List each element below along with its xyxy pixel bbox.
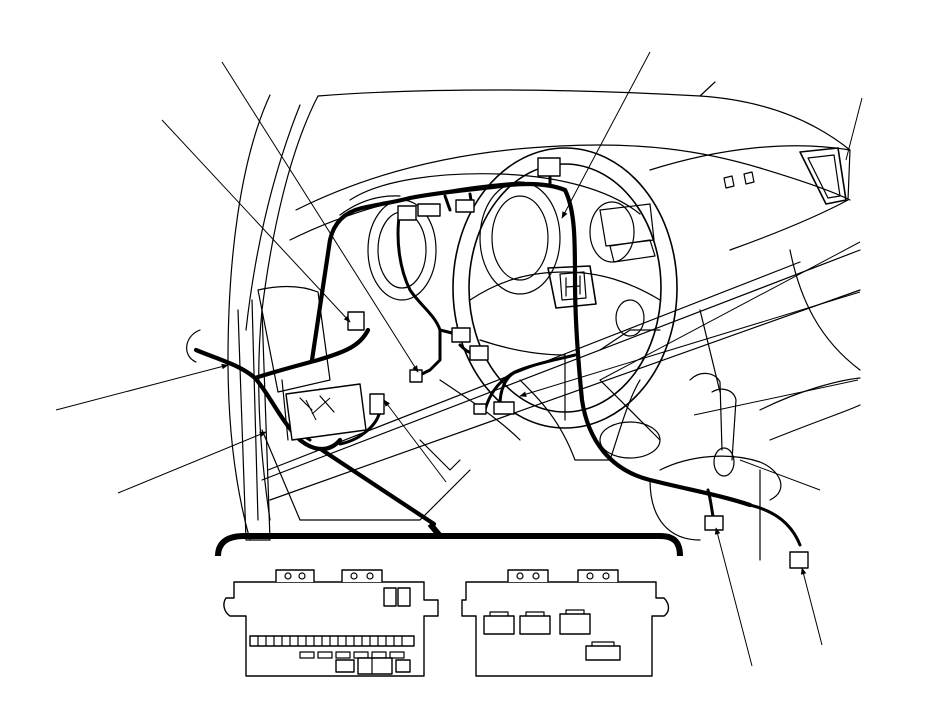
dashboard-outline — [186, 81, 861, 541]
leader-line-10 — [117, 431, 267, 494]
leader-lines — [55, 51, 863, 667]
wiring-harness — [193, 173, 802, 547]
connector-top-right — [537, 157, 561, 177]
mount-tab-3 — [507, 569, 549, 582]
leader-line-1 — [221, 61, 419, 373]
mount-tab-1 — [275, 569, 315, 582]
leader-line-2 — [161, 119, 351, 323]
leader-line-3 — [561, 51, 651, 219]
leader-line-9 — [55, 363, 229, 411]
connector-fusebox-side — [369, 393, 385, 415]
leader-line-6 — [519, 291, 861, 397]
rear-connector-2 — [519, 615, 551, 635]
connector-cluster-c — [455, 199, 475, 213]
connectors — [285, 157, 809, 569]
fuse-box-front-view — [223, 569, 439, 677]
connector-cluster-a — [397, 205, 417, 221]
leader-line-13 — [800, 567, 823, 646]
fusebox-pointer — [305, 397, 331, 421]
fuse-box-rear-view — [461, 569, 670, 677]
leader-line-11 — [383, 399, 447, 483]
leader-line-7 — [693, 379, 859, 416]
connector-floor-b — [789, 551, 809, 569]
rear-connector-4 — [585, 645, 621, 661]
connector-left-upper — [347, 311, 365, 331]
center-console — [649, 372, 782, 561]
leader-line-8 — [739, 459, 821, 491]
steering-wheel — [452, 147, 678, 461]
connector-lower-left — [409, 369, 423, 383]
leader-line-4 — [845, 97, 863, 161]
connector-cluster-b — [417, 203, 441, 217]
fuse-row — [249, 635, 415, 647]
rear-connector-1 — [483, 615, 515, 635]
connector-column-a — [451, 327, 471, 343]
connector-center-a — [473, 403, 487, 415]
inset-bracket — [215, 522, 683, 557]
connector-column-b — [469, 345, 489, 361]
leader-line-12 — [714, 527, 753, 667]
connector-floor-a — [704, 515, 724, 531]
mount-tab-4 — [577, 569, 619, 582]
instrument-cluster — [339, 173, 656, 301]
leader-line-5 — [599, 241, 861, 381]
rear-connector-3 — [559, 613, 591, 635]
connector-center-b — [493, 401, 515, 415]
under-dash-fuse-box — [285, 383, 367, 441]
mount-tab-2 — [341, 569, 383, 582]
